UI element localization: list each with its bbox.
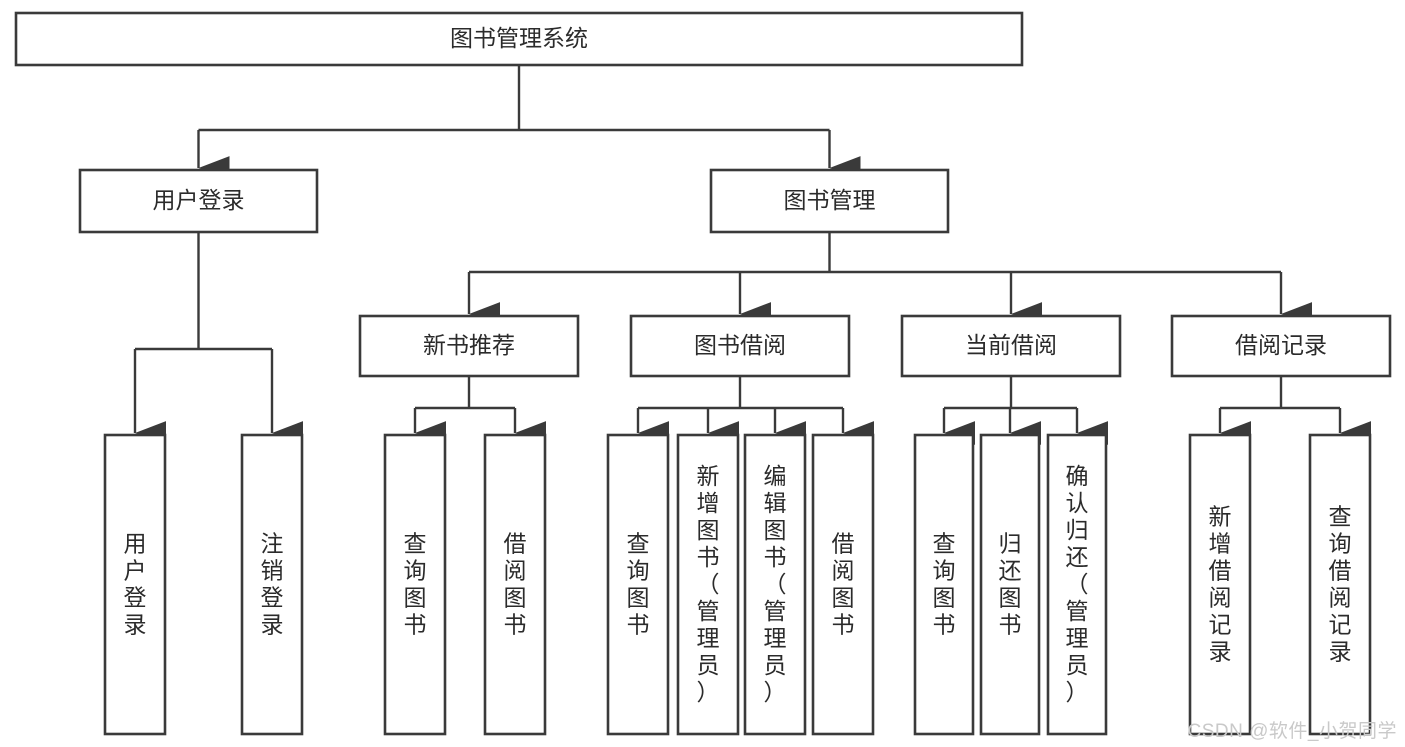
node-leaf-add-book-box bbox=[676, 433, 740, 736]
node-leaf-logout-box bbox=[240, 433, 304, 736]
node-leaf-query-book-3-box bbox=[913, 433, 975, 736]
node-borrow-record[interactable]: 借阅记录 bbox=[1170, 314, 1392, 378]
node-leaf-query-book-2-label: 查询图书 bbox=[627, 531, 650, 638]
node-leaf-query-book-1-box bbox=[383, 433, 447, 736]
node-leaf-query-book-3-label: 查询图书 bbox=[933, 531, 956, 638]
node-current-borrow-label: 当前借阅 bbox=[965, 332, 1057, 358]
node-leaf-add-record-box bbox=[1188, 433, 1252, 736]
node-leaf-logout-label: 注销登录 bbox=[261, 531, 284, 638]
node-leaf-add-book[interactable]: 新增图书（管理员） bbox=[676, 433, 740, 736]
node-user-login-box bbox=[78, 168, 319, 234]
node-root-box bbox=[14, 11, 1024, 67]
node-leaf-query-book-3[interactable]: 查询图书 bbox=[913, 433, 975, 736]
node-root-label: 图书管理系统 bbox=[450, 25, 588, 51]
node-book-manage-box bbox=[709, 168, 950, 234]
node-leaf-user-login-box bbox=[103, 433, 167, 736]
node-new-book-recommend-box bbox=[358, 314, 580, 378]
node-user-login-label: 用户登录 bbox=[153, 187, 245, 213]
node-book-manage-label: 图书管理 bbox=[784, 187, 876, 213]
node-leaf-return-book-box bbox=[979, 433, 1041, 736]
connector-layer bbox=[133, 65, 1372, 445]
node-leaf-confirm-return-label: 确认归还（管理员） bbox=[1066, 463, 1089, 705]
node-borrow-record-box bbox=[1170, 314, 1392, 378]
node-book-borrow[interactable]: 图书借阅 bbox=[629, 314, 851, 378]
node-root[interactable]: 图书管理系统 bbox=[14, 11, 1024, 67]
node-current-borrow[interactable]: 当前借阅 bbox=[900, 314, 1122, 378]
node-leaf-borrow-book-2-label: 借阅图书 bbox=[832, 531, 855, 638]
node-book-borrow-box bbox=[629, 314, 851, 378]
node-leaf-query-book-2[interactable]: 查询图书 bbox=[606, 433, 670, 736]
node-leaf-query-record[interactable]: 查询借阅记录 bbox=[1308, 433, 1372, 736]
node-leaf-borrow-book-1-label: 借阅图书 bbox=[504, 531, 527, 638]
node-layer: 图书管理系统用户登录图书管理新书推荐图书借阅当前借阅借阅记录用户登录注销登录查询… bbox=[14, 11, 1392, 736]
node-leaf-query-record-box bbox=[1308, 433, 1372, 736]
node-leaf-user-login[interactable]: 用户登录 bbox=[103, 433, 167, 736]
node-leaf-query-book-2-box bbox=[606, 433, 670, 736]
node-leaf-return-book-label: 归还图书 bbox=[999, 531, 1022, 638]
node-leaf-borrow-book-2-box bbox=[811, 433, 875, 736]
node-new-book-recommend-label: 新书推荐 bbox=[423, 332, 515, 358]
node-leaf-confirm-return[interactable]: 确认归还（管理员） bbox=[1046, 433, 1108, 736]
node-leaf-borrow-book-2[interactable]: 借阅图书 bbox=[811, 433, 875, 736]
node-leaf-edit-book[interactable]: 编辑图书（管理员） bbox=[743, 433, 807, 736]
node-leaf-logout[interactable]: 注销登录 bbox=[240, 433, 304, 736]
node-leaf-add-record-label: 新增借阅记录 bbox=[1209, 504, 1232, 665]
node-leaf-add-record[interactable]: 新增借阅记录 bbox=[1188, 433, 1252, 736]
node-leaf-user-login-label: 用户登录 bbox=[124, 531, 147, 638]
node-user-login[interactable]: 用户登录 bbox=[78, 168, 319, 234]
node-leaf-add-book-label: 新增图书（管理员） bbox=[697, 463, 720, 705]
node-leaf-edit-book-box bbox=[743, 433, 807, 736]
node-leaf-borrow-book-1-box bbox=[483, 433, 547, 736]
node-current-borrow-box bbox=[900, 314, 1122, 378]
node-leaf-query-book-1-label: 查询图书 bbox=[404, 531, 427, 638]
node-new-book-recommend[interactable]: 新书推荐 bbox=[358, 314, 580, 378]
node-book-manage[interactable]: 图书管理 bbox=[709, 168, 950, 234]
node-leaf-return-book[interactable]: 归还图书 bbox=[979, 433, 1041, 736]
node-leaf-edit-book-label: 编辑图书（管理员） bbox=[764, 463, 787, 705]
node-leaf-query-record-label: 查询借阅记录 bbox=[1329, 504, 1352, 665]
node-leaf-borrow-book-1[interactable]: 借阅图书 bbox=[483, 433, 547, 736]
node-borrow-record-label: 借阅记录 bbox=[1235, 332, 1327, 358]
node-leaf-query-book-1[interactable]: 查询图书 bbox=[383, 433, 447, 736]
node-leaf-confirm-return-box bbox=[1046, 433, 1108, 736]
node-book-borrow-label: 图书借阅 bbox=[694, 332, 786, 358]
